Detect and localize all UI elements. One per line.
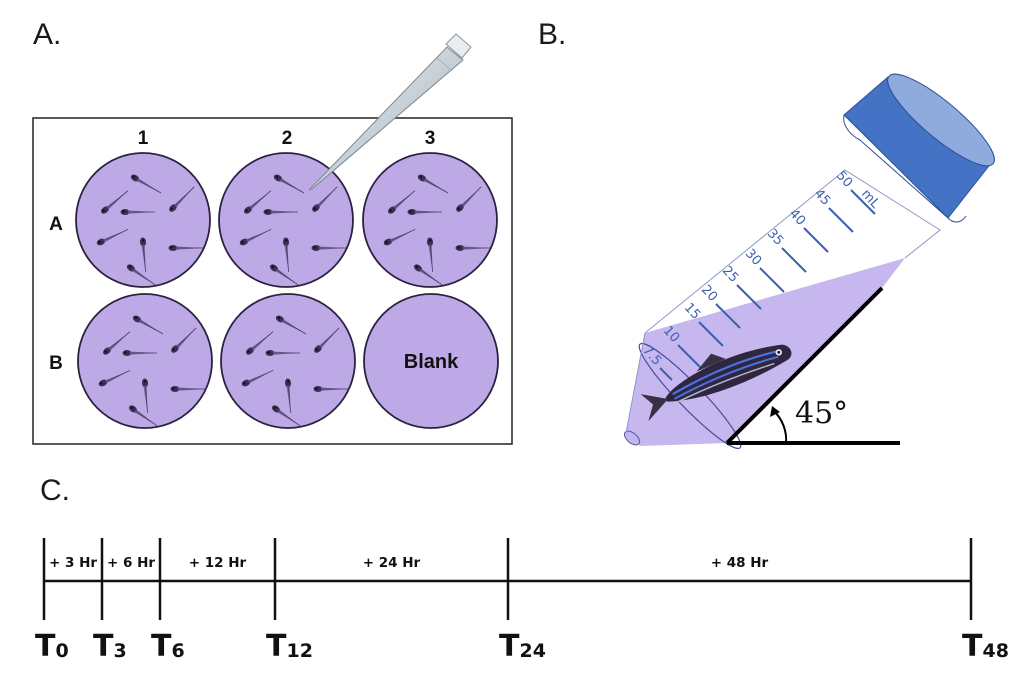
graduation-mark bbox=[850, 189, 876, 215]
column-label-1: 1 bbox=[138, 128, 149, 149]
graduation-mark bbox=[781, 247, 807, 273]
row-label-b: B bbox=[49, 353, 63, 374]
angle-arrow-icon bbox=[770, 406, 780, 417]
graduation-mark bbox=[736, 284, 762, 310]
graduation-mark bbox=[803, 227, 829, 253]
timepoint-label: T12 bbox=[266, 629, 313, 664]
panel-a-letter: A. bbox=[33, 18, 61, 51]
interval-label: + 48 Hr bbox=[711, 555, 769, 571]
interval-label: + 24 Hr bbox=[363, 555, 421, 571]
wells-group bbox=[75, 152, 499, 430]
column-label-3: 3 bbox=[425, 128, 436, 149]
interval-label: + 6 Hr bbox=[107, 555, 155, 571]
angle-label: 45° bbox=[795, 396, 848, 431]
zebrafish-icon bbox=[640, 344, 792, 422]
row-label-a: A bbox=[49, 214, 63, 235]
graduation-mark bbox=[828, 207, 854, 233]
well-a3 bbox=[362, 152, 498, 289]
timepoint-label: T48 bbox=[962, 629, 1009, 664]
timeline: T0 T3 T6 T12 T24 T48 + 3 Hr + 6 Hr + 12 Hr + 24 H… bbox=[35, 538, 1009, 664]
timepoint-label: T24 bbox=[499, 629, 546, 664]
panel-c-letter: C. bbox=[40, 474, 70, 507]
timepoint-label: T6 bbox=[151, 629, 185, 664]
timepoint-label: T0 bbox=[35, 629, 69, 664]
graduation-mark bbox=[759, 267, 785, 293]
column-label-2: 2 bbox=[282, 128, 293, 149]
interval-label: + 12 Hr bbox=[189, 555, 247, 571]
graduation-mark bbox=[659, 367, 673, 381]
graduation-mark bbox=[698, 321, 724, 347]
timepoint-label: T3 bbox=[93, 629, 127, 664]
well-a2 bbox=[218, 152, 354, 289]
well-b3 bbox=[363, 293, 499, 429]
graduation-mark bbox=[715, 303, 741, 329]
well-b2 bbox=[220, 293, 356, 430]
pipette-tip-icon bbox=[308, 33, 472, 191]
blank-well-label: Blank bbox=[404, 351, 459, 373]
graduation-mark bbox=[677, 344, 703, 370]
well-a1 bbox=[75, 152, 211, 289]
well-b1 bbox=[77, 293, 213, 430]
tube-cap-icon bbox=[843, 73, 995, 223]
interval-label: + 3 Hr bbox=[49, 555, 97, 571]
conical-tube bbox=[623, 169, 941, 450]
panel-b-letter: B. bbox=[538, 18, 566, 51]
incline-stand bbox=[725, 286, 900, 445]
